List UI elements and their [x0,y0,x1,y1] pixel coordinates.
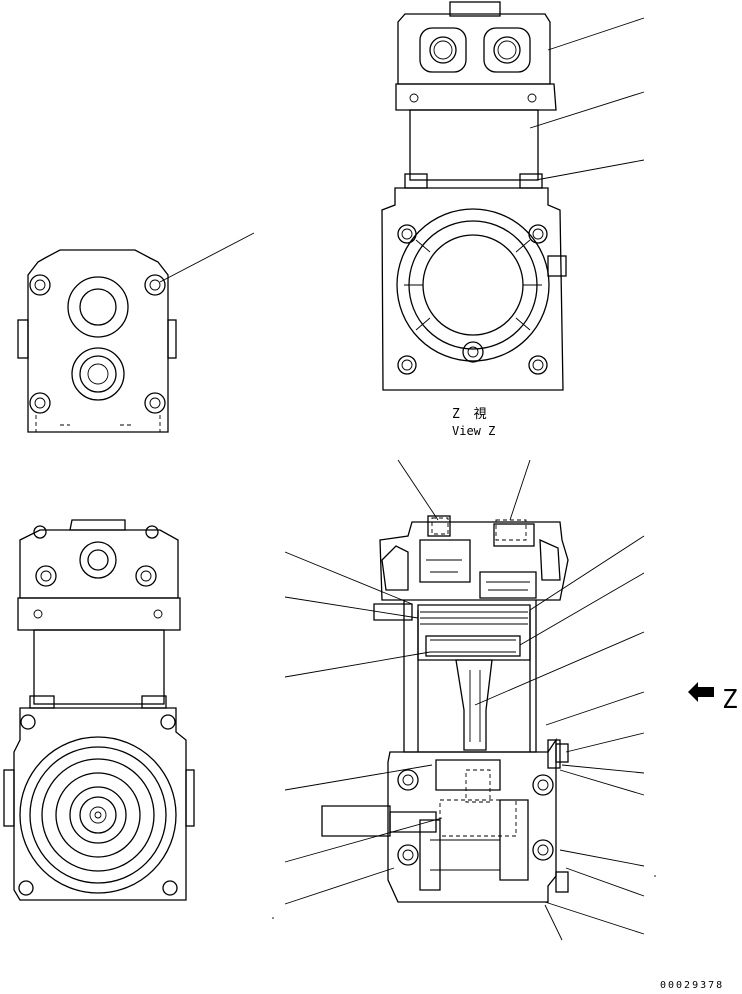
arrow-label: Z [722,685,738,715]
view-label-en: View Z [452,424,495,438]
end-view-drawing [17,249,177,433]
view-z-drawing [381,1,567,391]
leader-lines [159,17,656,941]
front-view-drawing [3,519,195,901]
arrow-left-icon [688,682,714,702]
view-arrow [688,682,714,702]
section-view-drawing [321,515,569,903]
view-label-jp: Z 視 [452,407,490,422]
drawing-number: 00029378 [660,980,724,991]
